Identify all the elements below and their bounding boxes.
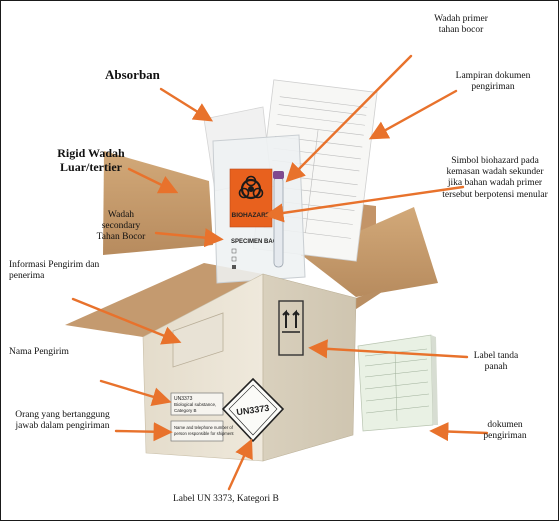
svg-text:Name and telephone number of: Name and telephone number of [174, 425, 234, 430]
label-rigid: Rigid Wadah Luar/tertier [57, 146, 125, 175]
category-b-label: UN3373 Biological substance, Category B [170, 392, 224, 416]
arrow-simbol [264, 185, 465, 223]
back-left-flap [103, 151, 213, 255]
arrow-wadah-sekunder [154, 228, 224, 248]
arrow-orang [114, 422, 173, 442]
label-label-panah: Label tanda panah [473, 351, 519, 373]
svg-text:Category B: Category B [174, 408, 197, 413]
svg-text:UN3373: UN3373 [236, 403, 270, 417]
label-nama-pengirim: Nama Pengirim [9, 347, 69, 357]
arrow-dokumen [429, 421, 489, 442]
left-front-flap [65, 263, 263, 337]
biohazard-label: BIOHAZARD [229, 168, 273, 228]
arrow-un3373 [227, 438, 253, 491]
label-orang: Orang yang bertanggung jawab dalam pengi… [15, 410, 110, 432]
arrow-rigid [127, 167, 179, 194]
specimen-bag-text: SPECIMEN BAG [231, 239, 278, 245]
un3373-diamond: UN3373 [221, 377, 285, 443]
arrow-wadah-primer [285, 54, 413, 183]
biohazard-text: BIOHAZARD [232, 212, 271, 219]
address-panel [172, 312, 224, 368]
primary-tube [273, 171, 284, 268]
arrow-nama-pengirim [99, 379, 172, 407]
arrow-absorban [159, 87, 214, 122]
right-top-flap [303, 207, 438, 297]
side-shipping-document [357, 334, 438, 432]
svg-text:UN3373: UN3373 [174, 396, 193, 402]
arrow-lampiran [368, 89, 458, 140]
label-simbol: Simbol biohazard pada kemasan wadah seku… [442, 156, 548, 200]
label-dokumen: dokumen pengiriman [483, 420, 527, 442]
label-wadah-primer: Wadah primer tahan bocor [434, 14, 488, 36]
svg-text:person responsible for shipmen: person responsible for shipment [174, 431, 234, 436]
label-un3373: Label UN 3373, Kategori B [173, 494, 279, 504]
arrow-info-pengirim [71, 297, 182, 345]
arrow-label-panah [308, 339, 469, 359]
svg-text:Biological substance,: Biological substance, [174, 402, 216, 407]
label-info-pengirim: Informasi Pengirim dan penerima [9, 260, 100, 282]
orientation-arrows-label [278, 300, 304, 356]
box-right-face [262, 273, 357, 462]
label-wadah-sekunder: Wadah secondary Tahan Bocor [96, 210, 146, 243]
label-absorban: Absorban [105, 67, 160, 82]
label-lampiran: Lampiran dokumen pengiriman [455, 71, 531, 93]
